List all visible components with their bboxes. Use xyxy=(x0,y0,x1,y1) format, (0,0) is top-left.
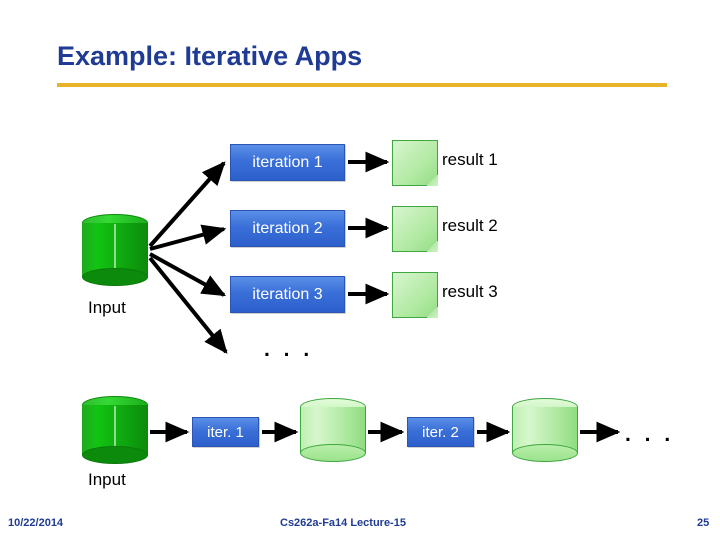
cylinder-seam xyxy=(113,224,116,274)
top-input-database-icon xyxy=(82,214,148,286)
iter-2-box[interactable]: iter. 2 xyxy=(407,417,474,447)
result-1-label: result 1 xyxy=(442,150,498,169)
top-continuation-dots: . . . xyxy=(264,338,314,361)
result-3-label: result 3 xyxy=(442,282,498,301)
iter-1-box[interactable]: iter. 1 xyxy=(192,417,259,447)
footer-lecture-title: Cs262a-Fa14 Lecture-15 xyxy=(280,517,406,529)
arrow-input-to-iteration-3 xyxy=(149,252,227,297)
arrow-input-to-continuation xyxy=(148,256,228,354)
iteration-1-box[interactable]: iteration 1 xyxy=(230,144,345,181)
result-3-document-icon xyxy=(392,272,438,318)
result-1-document-icon xyxy=(392,140,438,186)
intermediate-database-1-icon xyxy=(300,398,366,462)
top-input-label: Input xyxy=(88,298,126,317)
cylinder-bottom xyxy=(82,446,148,464)
arrow-input-to-iteration-2 xyxy=(149,224,227,251)
document-body xyxy=(392,206,438,252)
cylinder-seam xyxy=(113,406,116,452)
title-divider xyxy=(57,83,667,87)
result-2-document-icon xyxy=(392,206,438,252)
footer-date: 10/22/2014 xyxy=(8,517,64,529)
result-2-label: result 2 xyxy=(442,216,498,235)
document-body xyxy=(392,272,438,318)
footer-page-number: 25 xyxy=(697,517,710,529)
intermediate-database-2-icon xyxy=(512,398,578,462)
iteration-2-box[interactable]: iteration 2 xyxy=(230,210,345,247)
cylinder-bottom xyxy=(82,268,148,286)
bottom-input-label: Input xyxy=(88,470,126,489)
cylinder-bottom xyxy=(300,444,366,462)
bottom-continuation-dots: . . . xyxy=(625,423,675,446)
page-title: Example: Iterative Apps xyxy=(57,41,363,71)
bottom-input-database-icon xyxy=(82,396,148,464)
iteration-3-box[interactable]: iteration 3 xyxy=(230,276,345,313)
document-body xyxy=(392,140,438,186)
cylinder-bottom xyxy=(512,444,578,462)
arrow-input-to-iteration-1 xyxy=(148,161,226,248)
